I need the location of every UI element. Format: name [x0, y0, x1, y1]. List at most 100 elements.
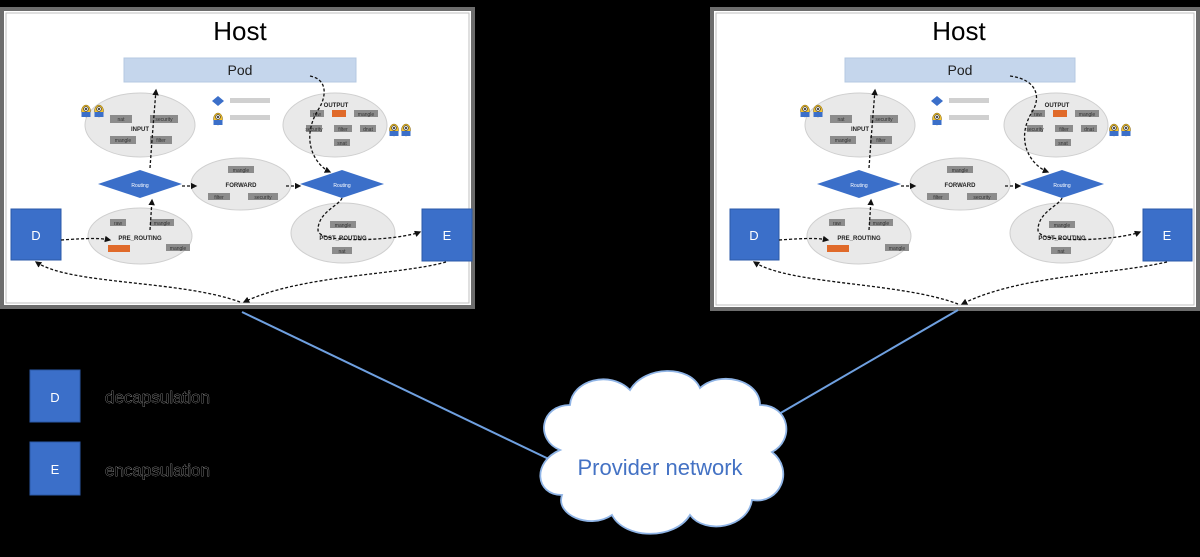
routing-left: Routing — [98, 170, 182, 198]
chain-label: PRE_ROUTING — [118, 236, 162, 242]
svg-text:mangle: mangle — [1079, 112, 1096, 118]
accent-orange — [827, 245, 849, 252]
svg-text:nat: nat — [118, 117, 126, 123]
minion-icon — [81, 104, 91, 118]
minion-icon — [213, 112, 223, 126]
decap-node — [10, 208, 62, 261]
chain-input: nat security INPUT mangle filter — [81, 92, 196, 158]
chain-label: INPUT — [131, 127, 149, 133]
table-snat — [1051, 247, 1071, 254]
svg-text:raw: raw — [313, 112, 321, 118]
table-snat — [332, 247, 352, 254]
provider-network-cloud: Provider network — [539, 370, 788, 535]
legend-decap-text: decapsulation — [105, 388, 210, 407]
legend: D decapsulation E encapsulation — [29, 369, 210, 496]
minion-icon — [1121, 123, 1131, 137]
svg-text:security: security — [155, 117, 173, 123]
routing-diamond-icon — [817, 170, 901, 198]
legend-encap-text: encapsulation — [105, 461, 210, 480]
table-mangle — [354, 110, 378, 117]
decap-node — [729, 208, 780, 261]
table-mangle — [869, 219, 893, 226]
svg-text:raw: raw — [833, 221, 841, 227]
table-security — [248, 193, 278, 200]
svg-text:filter: filter — [214, 195, 224, 201]
legend-encap-box — [29, 441, 81, 496]
svg-text:filter: filter — [338, 127, 348, 133]
minion-icon — [94, 104, 104, 118]
svg-text:nat: nat — [339, 249, 347, 255]
routing-diamond-icon — [212, 96, 224, 106]
encap-node — [1142, 208, 1193, 262]
table-mangle — [1075, 110, 1099, 117]
svg-text:nat: nat — [838, 117, 846, 123]
chain-forward: mangle FORWARD filter security — [190, 157, 292, 211]
table-mangle — [166, 244, 190, 251]
routing-diamond-icon — [1020, 170, 1104, 198]
table-snat — [1055, 139, 1071, 146]
encap-node — [421, 208, 473, 262]
chain-label: OUTPUT — [1045, 103, 1070, 109]
cloud-label: Provider network — [577, 455, 743, 480]
host-title: Host — [213, 16, 267, 46]
routing-diamond-icon — [931, 96, 943, 106]
table-mangle — [228, 166, 254, 173]
chain-label: INPUT — [851, 127, 869, 133]
svg-text:raw: raw — [1034, 112, 1042, 118]
table-mangle — [110, 136, 136, 144]
host-title: Host — [932, 16, 986, 46]
accent-orange — [332, 110, 346, 117]
svg-text:mangle: mangle — [170, 246, 187, 252]
svg-text:security: security — [973, 195, 991, 201]
routing-right: Routing — [1020, 170, 1104, 198]
pod-bar — [844, 57, 1076, 83]
table-mangle — [150, 219, 174, 226]
table-filter — [150, 136, 172, 144]
chain-pre-routing: raw mangle PRE_ROUTING mangle — [806, 207, 912, 265]
svg-text:security: security — [1026, 127, 1044, 133]
table-filter — [870, 136, 892, 144]
svg-text:D: D — [31, 228, 40, 243]
chain-label: PRE_ROUTING — [837, 236, 881, 242]
svg-text:dnat: dnat — [1084, 127, 1094, 133]
minion-icon — [932, 112, 942, 126]
svg-text:mangle: mangle — [154, 221, 171, 227]
chain-label: FORWARD — [226, 183, 258, 189]
chain-post-routing: mangle POST_ROUTING nat — [1009, 202, 1115, 264]
minion-icon — [401, 123, 411, 137]
minion-icon — [389, 123, 399, 137]
pod-label: Pod — [948, 62, 973, 78]
accent-orange — [108, 245, 130, 252]
table-raw — [1031, 110, 1045, 117]
svg-text:Routing: Routing — [1053, 183, 1070, 189]
svg-text:D: D — [50, 390, 59, 405]
svg-text:Routing: Routing — [131, 183, 148, 189]
svg-text:D: D — [749, 228, 758, 243]
routing-right: Routing — [300, 170, 384, 198]
table-raw — [110, 219, 126, 226]
chain-pre-routing: raw mangle PRE_ROUTING mangle — [87, 207, 193, 265]
svg-text:filter: filter — [156, 138, 166, 144]
packet-flow — [752, 75, 1168, 305]
table-filter — [1055, 125, 1073, 132]
svg-text:E: E — [443, 228, 452, 243]
svg-text:Routing: Routing — [333, 183, 350, 189]
minion-icon — [1109, 123, 1119, 137]
chain-output: raw mangle OUTPUT security filter dnat s… — [282, 92, 411, 158]
svg-text:mangle: mangle — [952, 168, 969, 174]
svg-text:filter: filter — [1059, 127, 1069, 133]
legend-decap-box — [29, 369, 81, 423]
link-left — [241, 311, 556, 463]
table-mangle — [1049, 221, 1075, 228]
table-security — [1027, 125, 1043, 132]
table-snat — [334, 139, 350, 146]
chain-label: POST_ROUTING — [1038, 236, 1086, 242]
minion-icon — [800, 104, 810, 118]
host-right: Host Pod nat security INPUT mangle filte… — [710, 7, 1200, 311]
table-mangle — [947, 166, 973, 173]
svg-text:security: security — [875, 117, 893, 123]
svg-text:mangle: mangle — [889, 246, 906, 252]
table-mangle — [830, 136, 856, 144]
table-raw — [829, 219, 845, 226]
